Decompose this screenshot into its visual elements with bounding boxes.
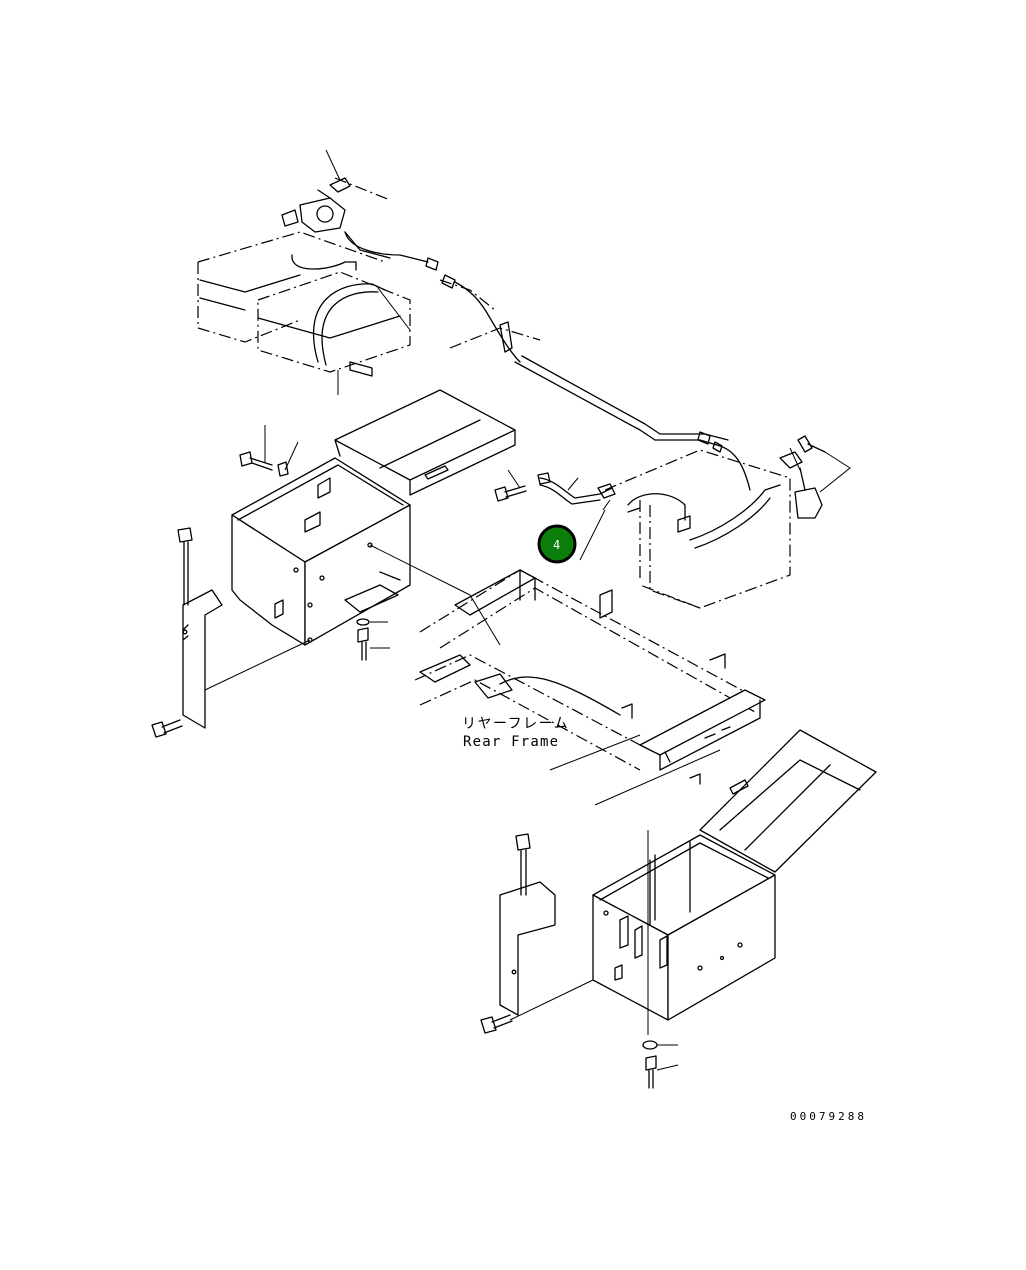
callout-4-circle[interactable] [537, 524, 577, 564]
left-bracket [151, 425, 390, 738]
lower-battery-box [509, 729, 877, 1035]
rear-frame-label-en: Rear Frame [463, 734, 559, 750]
rear-frame [414, 569, 766, 806]
left-battery-box [204, 389, 516, 691]
center-cable-bracket [494, 469, 616, 561]
drawing-number: 00079288 [790, 1110, 867, 1123]
right-battery-group [604, 431, 851, 609]
callout-4-number[interactable]: 4 [553, 538, 560, 552]
lower-bracket [480, 833, 679, 1089]
callout-4[interactable]: 4 [537, 524, 577, 564]
rear-frame-label-jp: リヤーフレーム [462, 716, 569, 732]
upper-battery-group [197, 149, 661, 441]
